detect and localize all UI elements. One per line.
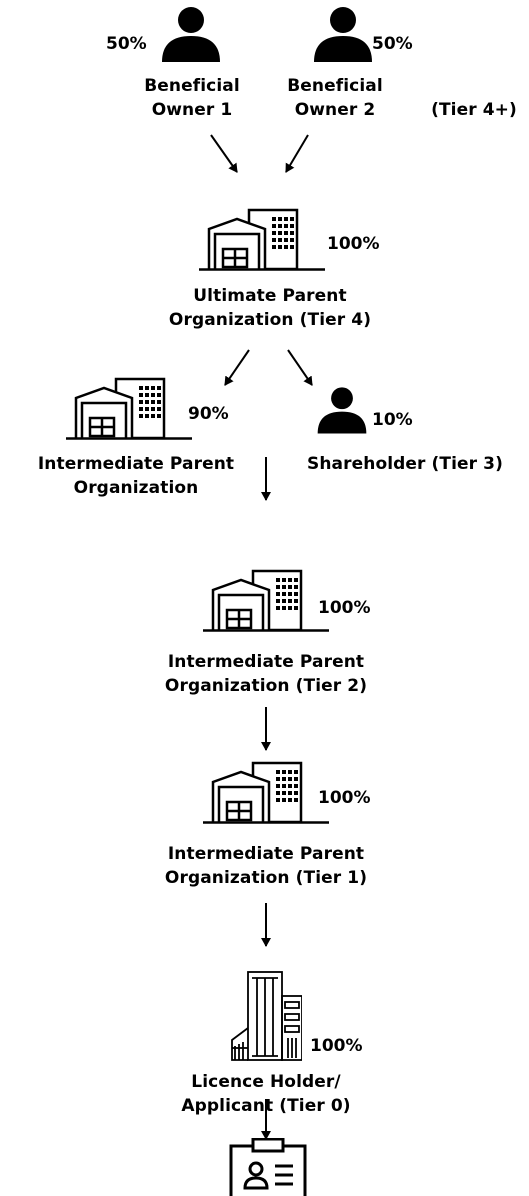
shareholder-label: Shareholder (Tier 3) xyxy=(307,454,503,474)
arrow-parent-to-intermediate xyxy=(224,349,250,386)
intermediate-parent-percentage: 90% xyxy=(188,404,229,424)
owner1-percentage: 50% xyxy=(106,34,147,54)
owner2-percentage: 50% xyxy=(372,34,413,54)
organization-building-icon xyxy=(203,568,329,632)
organization-building-icon xyxy=(203,760,329,824)
shareholder-percentage: 10% xyxy=(372,410,413,430)
tier1-percentage: 100% xyxy=(318,788,371,808)
arrow-owner2-to-parent xyxy=(285,134,309,173)
office-building-icon xyxy=(230,964,302,1064)
licence-holder-label: Licence Holder/Applicant (Tier 0) xyxy=(181,1072,351,1116)
arrow-owner1-to-parent xyxy=(210,134,238,173)
licence-holder-percentage: 100% xyxy=(310,1036,363,1056)
id-badge-icon xyxy=(227,1138,309,1196)
person-icon xyxy=(312,6,374,62)
person-icon xyxy=(160,6,222,62)
tier4plus-label: (Tier 4+) xyxy=(431,100,517,120)
organization-building-icon xyxy=(199,207,325,271)
tier2-percentage: 100% xyxy=(318,598,371,618)
organization-building-icon xyxy=(66,376,192,440)
person-icon xyxy=(316,384,368,436)
arrow-parent-to-shareholder xyxy=(287,349,313,386)
ultimate-parent-percentage: 100% xyxy=(327,234,380,254)
